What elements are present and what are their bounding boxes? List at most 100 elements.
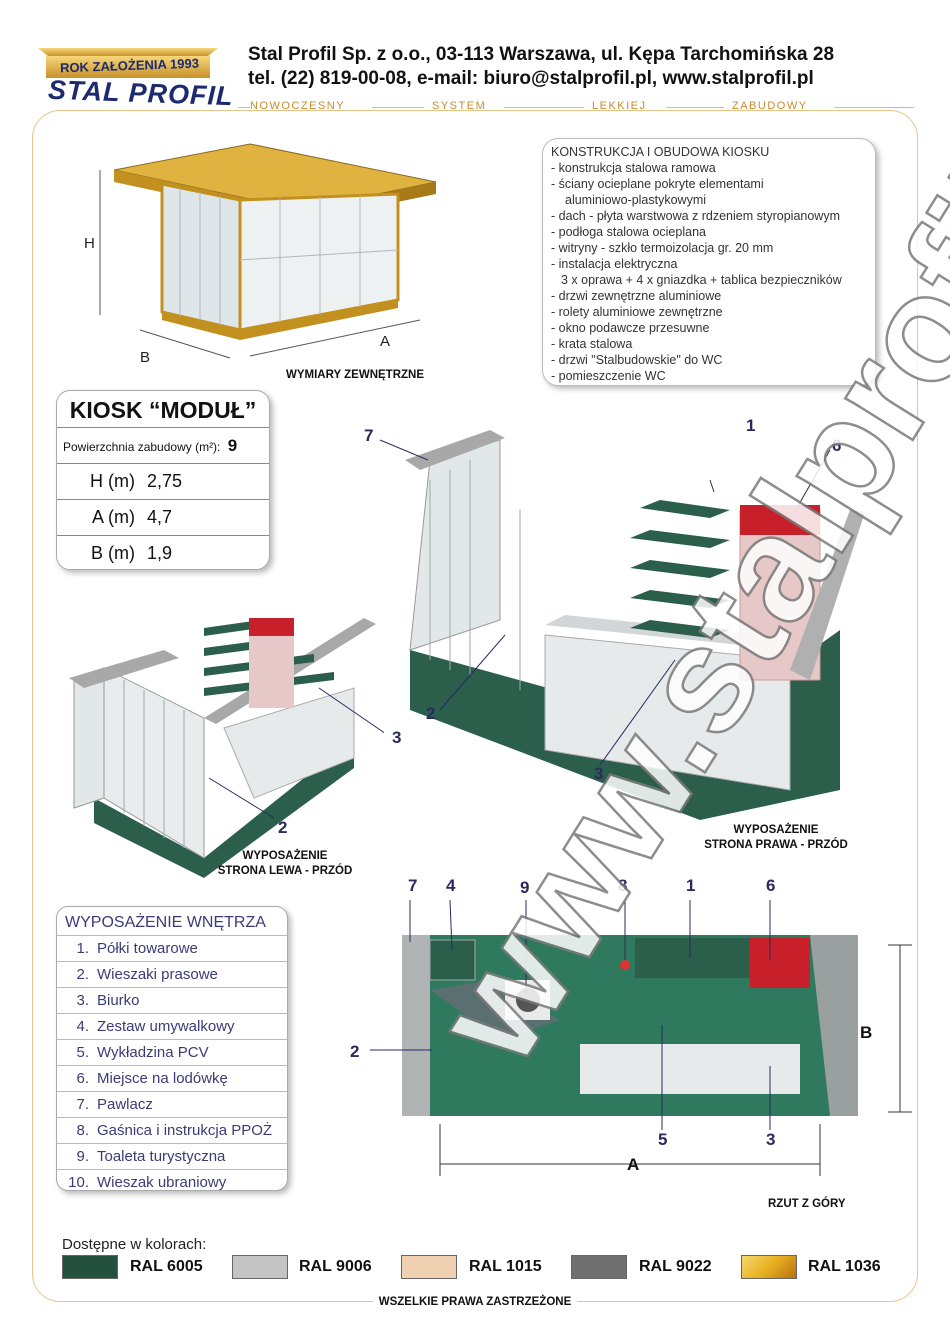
area-row: Powierzchnia zabudowy (m²): 9 bbox=[57, 428, 269, 464]
equipment-item-number: 3. bbox=[76, 992, 89, 1009]
equipment-item: 2.Wieszaki prasowe bbox=[57, 962, 287, 988]
equipment-title: WYPOSAŻENIE WNĘTRZA bbox=[57, 907, 287, 936]
construction-item: 3 x oprawa + 4 x gniazdka + tablica bezp… bbox=[561, 273, 842, 287]
color-swatch-ral-1015 bbox=[401, 1255, 457, 1279]
kiosk-title: KIOSK “MODUŁ” bbox=[57, 391, 269, 428]
construction-item: - okno podawcze przesuwne bbox=[551, 321, 710, 335]
tagline-word: NOWOCZESNY bbox=[250, 100, 346, 112]
dimension-key: H (m) bbox=[90, 471, 135, 491]
tagline-word: SYSTEM bbox=[432, 100, 487, 112]
equipment-item: 8. Gaśnica i instrukcja PPOŻ bbox=[57, 1118, 287, 1144]
logo-name: STAL PROFIL bbox=[47, 74, 234, 112]
equipment-item-label: Toaleta turystyczna bbox=[97, 1148, 226, 1165]
tagline-divider bbox=[834, 107, 914, 108]
callout-6: 6 bbox=[832, 436, 842, 455]
caption-right-1: WYPOSAŻENIE bbox=[733, 824, 819, 836]
equipment-item-number: 9. bbox=[76, 1148, 89, 1165]
equipment-item-label: Półki towarowe bbox=[97, 940, 198, 957]
interior-left-illustration bbox=[69, 618, 384, 878]
footer-wrap: WSZELKIE PRAWA ZASTRZEŻONE bbox=[0, 1292, 950, 1310]
color-label: RAL 9022 bbox=[639, 1258, 712, 1275]
equipment-list: WYPOSAŻENIE WNĘTRZA 1.Półki towarowe 2.W… bbox=[56, 906, 288, 1191]
dim-label-a: A bbox=[380, 333, 390, 350]
construction-item: - witryny - szkło termoizolacja gr. 20 m… bbox=[551, 241, 774, 255]
kiosk-exterior-illustration: H B A bbox=[84, 143, 437, 366]
caption-external-dimensions: WYMIARY ZEWNĘTRZNE bbox=[286, 369, 424, 381]
footer-rights: WSZELKIE PRAWA ZASTRZEŻONE bbox=[372, 1296, 578, 1308]
construction-item: - krata stalowa bbox=[551, 337, 633, 351]
equipment-item-number: 5. bbox=[76, 1044, 89, 1061]
construction-item: - drzwi zewnętrzne aluminiowe bbox=[551, 289, 722, 303]
equipment-item-number: 4. bbox=[76, 1018, 89, 1035]
construction-item: - dach - płyta warstwowa z rdzeniem styr… bbox=[551, 209, 840, 223]
dimension-value: 2,75 bbox=[147, 471, 183, 491]
callout-2: 2 bbox=[426, 704, 436, 723]
construction-title: KONSTRUKCJA I OBUDOWA KIOSKU bbox=[551, 145, 770, 159]
dimension-row: B (m) 1,9 bbox=[57, 536, 269, 569]
tagline-divider bbox=[372, 107, 424, 108]
color-label: RAL 9006 bbox=[299, 1258, 372, 1275]
equipment-item-label: Pawlacz bbox=[97, 1096, 153, 1113]
color-label: RAL 1015 bbox=[469, 1258, 542, 1275]
construction-item: - podłoga stalowa ocieplana bbox=[551, 225, 706, 239]
tagline-divider bbox=[504, 107, 584, 108]
tagline-word: ZABUDOWY bbox=[732, 100, 808, 112]
dimension-row: H (m) 2,75 bbox=[57, 464, 269, 500]
equipment-item-label: Gaśnica i instrukcja PPOŻ bbox=[97, 1122, 273, 1139]
caption-top-view: RZUT Z GÓRY bbox=[768, 1198, 846, 1210]
construction-item: - instalacja elektryczna bbox=[551, 257, 678, 271]
callout-3-left: 3 bbox=[392, 728, 402, 747]
callout-7: 7 bbox=[364, 426, 374, 445]
construction-item: - pomieszczenie WC bbox=[551, 369, 666, 383]
caption-right-2: STRONA PRAWA - PRZÓD bbox=[704, 839, 848, 851]
callout-3-plan: 3 bbox=[766, 1130, 776, 1149]
equipment-item-label: Zestaw umywalkowy bbox=[97, 1018, 235, 1035]
dim-label-b: B bbox=[140, 349, 150, 366]
callout-1: 1 bbox=[746, 416, 756, 435]
dimension-key: A (m) bbox=[92, 507, 135, 527]
equipment-item: 5. Wykładzina PCV bbox=[57, 1040, 287, 1066]
company-contact: tel. (22) 819-00-08, e-mail: biuro@stalp… bbox=[248, 68, 814, 89]
callout-5-plan: 5 bbox=[658, 1130, 668, 1149]
area-label: Powierzchnia zabudowy (m²): bbox=[63, 440, 221, 454]
dimension-key: B (m) bbox=[91, 543, 135, 563]
color-label: RAL 6005 bbox=[130, 1258, 203, 1275]
callout-9-plan: 9 bbox=[520, 878, 530, 897]
callout-7-plan: 7 bbox=[408, 876, 418, 895]
color-label: RAL 1036 bbox=[808, 1258, 881, 1275]
dim-label-h: H bbox=[84, 235, 95, 252]
dim-label-a-plan: A bbox=[627, 1155, 639, 1174]
dimension-value: 1,9 bbox=[147, 543, 173, 563]
dim-label-b-plan: B bbox=[860, 1023, 872, 1042]
color-swatch-ral-1036 bbox=[741, 1255, 797, 1279]
equipment-item: 4. Zestaw umywalkowy bbox=[57, 1014, 287, 1040]
equipment-item: 6.Miejsce na lodówkę bbox=[57, 1066, 287, 1092]
equipment-item: 1.Półki towarowe bbox=[57, 936, 287, 962]
area-value: 9 bbox=[227, 436, 238, 455]
equipment-item: 7. Pawlacz bbox=[57, 1092, 287, 1118]
equipment-item-label: Miejsce na lodówkę bbox=[97, 1070, 228, 1087]
equipment-item-number: 7. bbox=[76, 1096, 89, 1113]
color-swatch-ral-9022 bbox=[571, 1255, 627, 1279]
callout-2-plan: 2 bbox=[350, 1042, 360, 1061]
callout-8-plan: 8 bbox=[618, 876, 628, 895]
dimension-row: A (m)4,7 bbox=[57, 500, 269, 536]
construction-item: - ściany ocieplane pokryte elementami bbox=[551, 177, 764, 191]
color-swatch-ral-6005 bbox=[62, 1255, 118, 1279]
equipment-item-label: Wieszak ubraniowy bbox=[97, 1174, 227, 1191]
equipment-item: 3. Biurko bbox=[57, 988, 287, 1014]
caption-left-2: STRONA LEWA - PRZÓD bbox=[217, 865, 353, 877]
construction-item: - rolety aluminiowe zewnętrzne bbox=[551, 305, 723, 319]
tagline-divider bbox=[238, 107, 250, 108]
equipment-item-number: 8. bbox=[76, 1122, 89, 1139]
equipment-item-label: Wykładzina PCV bbox=[97, 1044, 209, 1061]
company-address: Stal Profil Sp. z o.o., 03-113 Warszawa,… bbox=[248, 44, 835, 65]
construction-item: - drzwi "Stalbudowskie" do WC bbox=[551, 353, 723, 367]
callout-1-plan: 1 bbox=[686, 876, 696, 895]
equipment-item-label: Wieszaki prasowe bbox=[97, 966, 218, 983]
equipment-item-label: Biurko bbox=[97, 992, 140, 1009]
company-logo: ROK ZAŁOŻENIA 1993 STAL PROFIL bbox=[38, 44, 234, 111]
color-swatch-ral-9006 bbox=[232, 1255, 288, 1279]
callout-6-plan: 6 bbox=[766, 876, 776, 895]
construction-item: - konstrukcja stalowa ramowa bbox=[551, 161, 716, 175]
